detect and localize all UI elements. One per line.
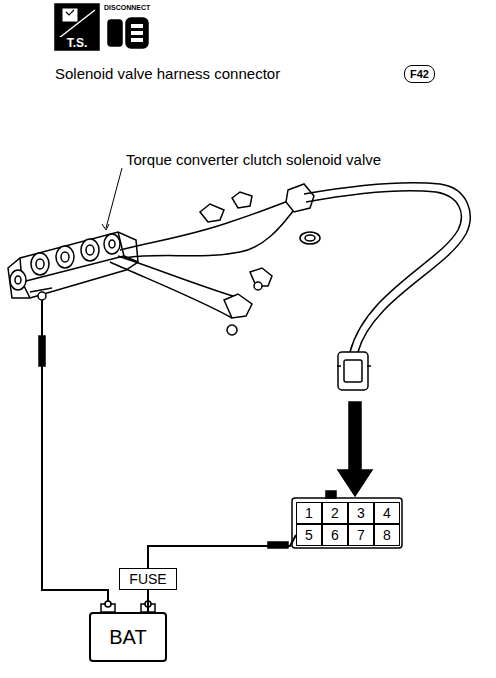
pin-cell: 6 (322, 524, 348, 546)
connector-title: Solenoid valve harness connector (55, 66, 280, 83)
connector-lock (326, 491, 336, 498)
node-text: 2 (331, 505, 339, 521)
node-text: 6 (331, 527, 339, 543)
pin-cell: 5 (296, 524, 322, 546)
direction-arrow (338, 402, 372, 496)
pin-cell: 2 (322, 502, 348, 524)
node-text: 5 (305, 527, 313, 543)
icon-caption: DISCONNECT (104, 4, 150, 12)
pin-cell: 8 (374, 524, 400, 546)
node-text: BAT (109, 626, 146, 649)
tester-icon (55, 4, 99, 50)
node-text: 8 (383, 527, 391, 543)
connector-housing (292, 498, 402, 548)
part-name: Torque converter clutch solenoid valve (126, 152, 381, 169)
fuse-box: FUSE (119, 568, 177, 590)
pin-cell: 7 (348, 524, 374, 546)
node-text: FUSE (129, 571, 166, 587)
leader-line (106, 168, 122, 228)
node-text: 3 (357, 505, 365, 521)
wire (148, 535, 296, 568)
pin-cell: 4 (374, 502, 400, 524)
wire-harness (110, 183, 470, 352)
battery: BAT (89, 612, 167, 662)
pin-cell: 1 (296, 502, 322, 524)
connector-id: F42 (404, 65, 435, 83)
wire-sleeve (39, 336, 45, 366)
battery-terminals (101, 601, 155, 612)
harness-connector-plug (337, 352, 371, 390)
node-text: 4 (383, 505, 391, 521)
wire (147, 590, 149, 612)
disconnect-icon (108, 18, 148, 48)
tester-label: T.S. (55, 37, 99, 50)
node-text: 7 (357, 527, 365, 543)
ground-wire (42, 300, 108, 608)
pin-cell: 3 (348, 502, 374, 524)
node-text: 1 (305, 505, 313, 521)
